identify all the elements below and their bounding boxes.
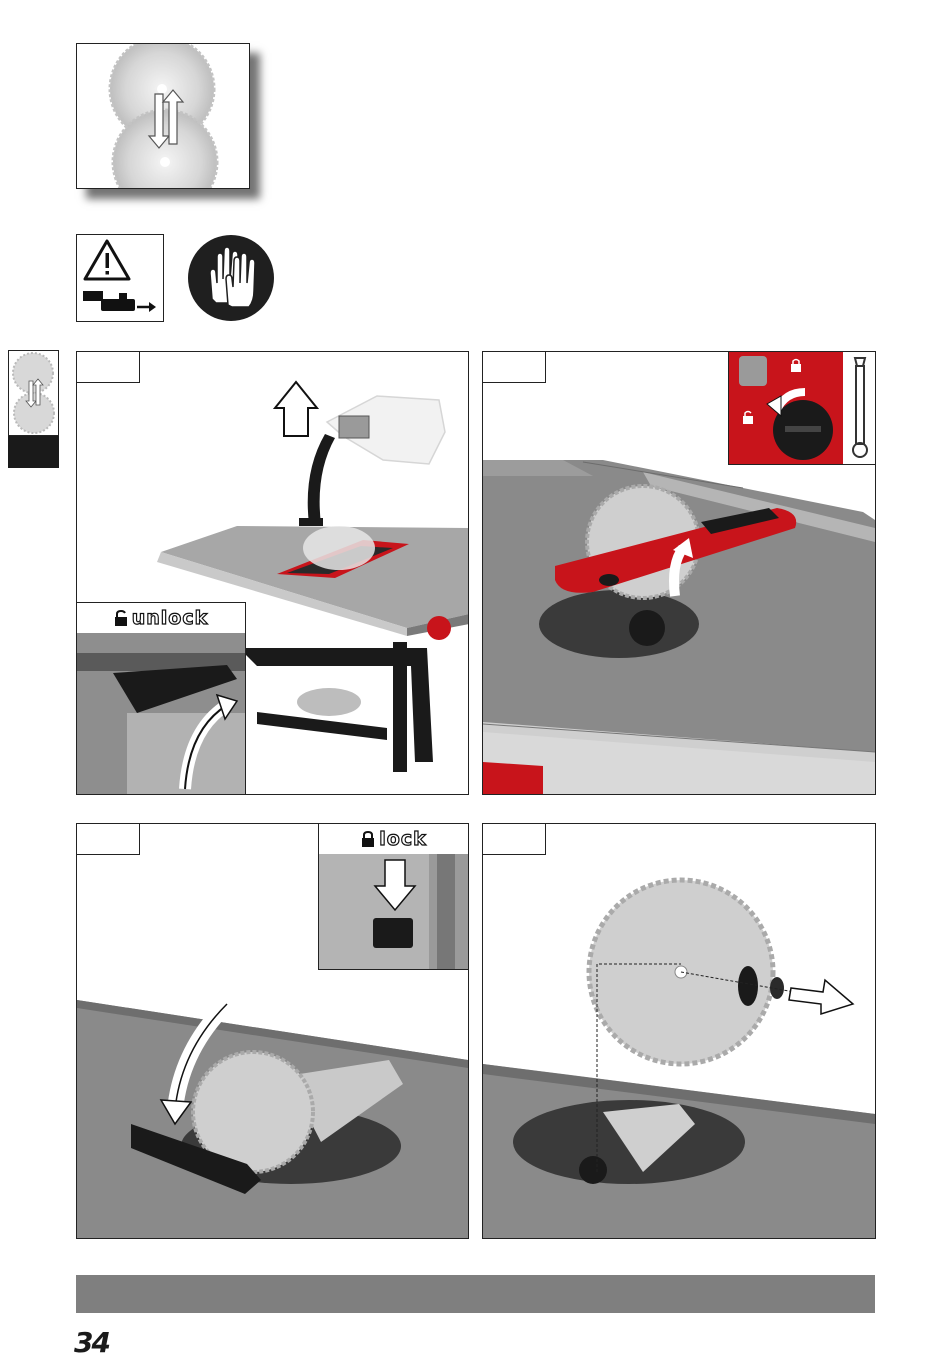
lock-label: lock [379,828,426,850]
unlock-icon [114,610,128,626]
side-tab-icon [8,350,59,436]
saw-blade-change-icon [76,43,250,189]
lock-inset: lock [318,823,469,970]
unlock-inset: unlock [76,602,246,795]
wear-gloves-icon [188,235,274,321]
unlock-label: unlock [132,607,209,629]
step-panel-1: unlock [76,351,469,795]
side-tab-marker [8,436,59,468]
step-number [482,351,546,383]
lock-icon [361,831,375,847]
step-panel-2 [482,351,876,795]
page-number: 34 [74,1326,109,1359]
footer-bar [76,1275,875,1313]
step-number [482,823,546,855]
step-number [76,351,140,383]
step-panel-3: lock [76,823,469,1239]
lock-dial-inset [728,351,876,465]
step-number [76,823,140,855]
warning-unplug-icon [76,234,164,322]
step-panel-4 [482,823,876,1239]
